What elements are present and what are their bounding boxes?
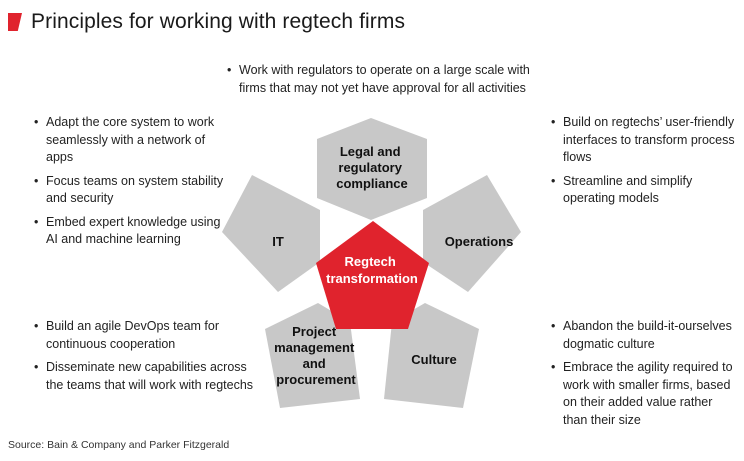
pentagon-project: [265, 303, 360, 408]
petal-culture-label: Culture: [411, 352, 457, 367]
bullet-item: Focus teams on system stability and secu…: [34, 173, 229, 208]
pentagon-legal: [317, 118, 427, 220]
pentagon-operations: [423, 175, 521, 292]
pentagon-culture: [384, 303, 479, 408]
pentagon-it: [222, 175, 320, 292]
bullet-item: Streamline and simplify operating models: [551, 173, 736, 208]
petal-legal-label: Legal and regulatory compliance: [336, 144, 408, 191]
bullet-item: Build an agile DevOps team for continuou…: [34, 318, 254, 353]
petal-it-label: IT: [272, 234, 284, 249]
bullet-item: Abandon the build-it-ourselves dogmatic …: [551, 318, 736, 353]
source-note: Source: Bain & Company and Parker Fitzge…: [8, 439, 230, 451]
center-label: Regtech transformation: [326, 254, 418, 286]
bullet-item: Work with regulators to operate on a lar…: [227, 62, 547, 97]
petal-project-label: Project management and procurement: [274, 324, 358, 387]
pentagon-center: [316, 221, 429, 329]
bullets-project: Build an agile DevOps team for continuou…: [34, 318, 254, 400]
petal-operations-label: Operations: [445, 234, 514, 249]
page-title: Principles for working with regtech firm…: [31, 10, 406, 33]
bullet-item: Adapt the core system to work seamlessly…: [34, 114, 229, 167]
title-bar: Principles for working with regtech firm…: [8, 6, 405, 38]
bullet-item: Embrace the agility required to work wit…: [551, 359, 736, 429]
bullet-item: Build on regtechs’ user-friendly interfa…: [551, 114, 736, 167]
bullets-legal: Work with regulators to operate on a lar…: [227, 62, 547, 103]
bullets-it: Adapt the core system to work seamlessly…: [34, 114, 229, 255]
title-marker-icon: [8, 13, 22, 31]
bullets-operations: Build on regtechs’ user-friendly interfa…: [551, 114, 736, 214]
bullets-culture: Abandon the build-it-ourselves dogmatic …: [551, 318, 736, 435]
bullet-item: Disseminate new capabilities across the …: [34, 359, 254, 394]
bullet-item: Embed expert knowledge using AI and mach…: [34, 214, 229, 249]
